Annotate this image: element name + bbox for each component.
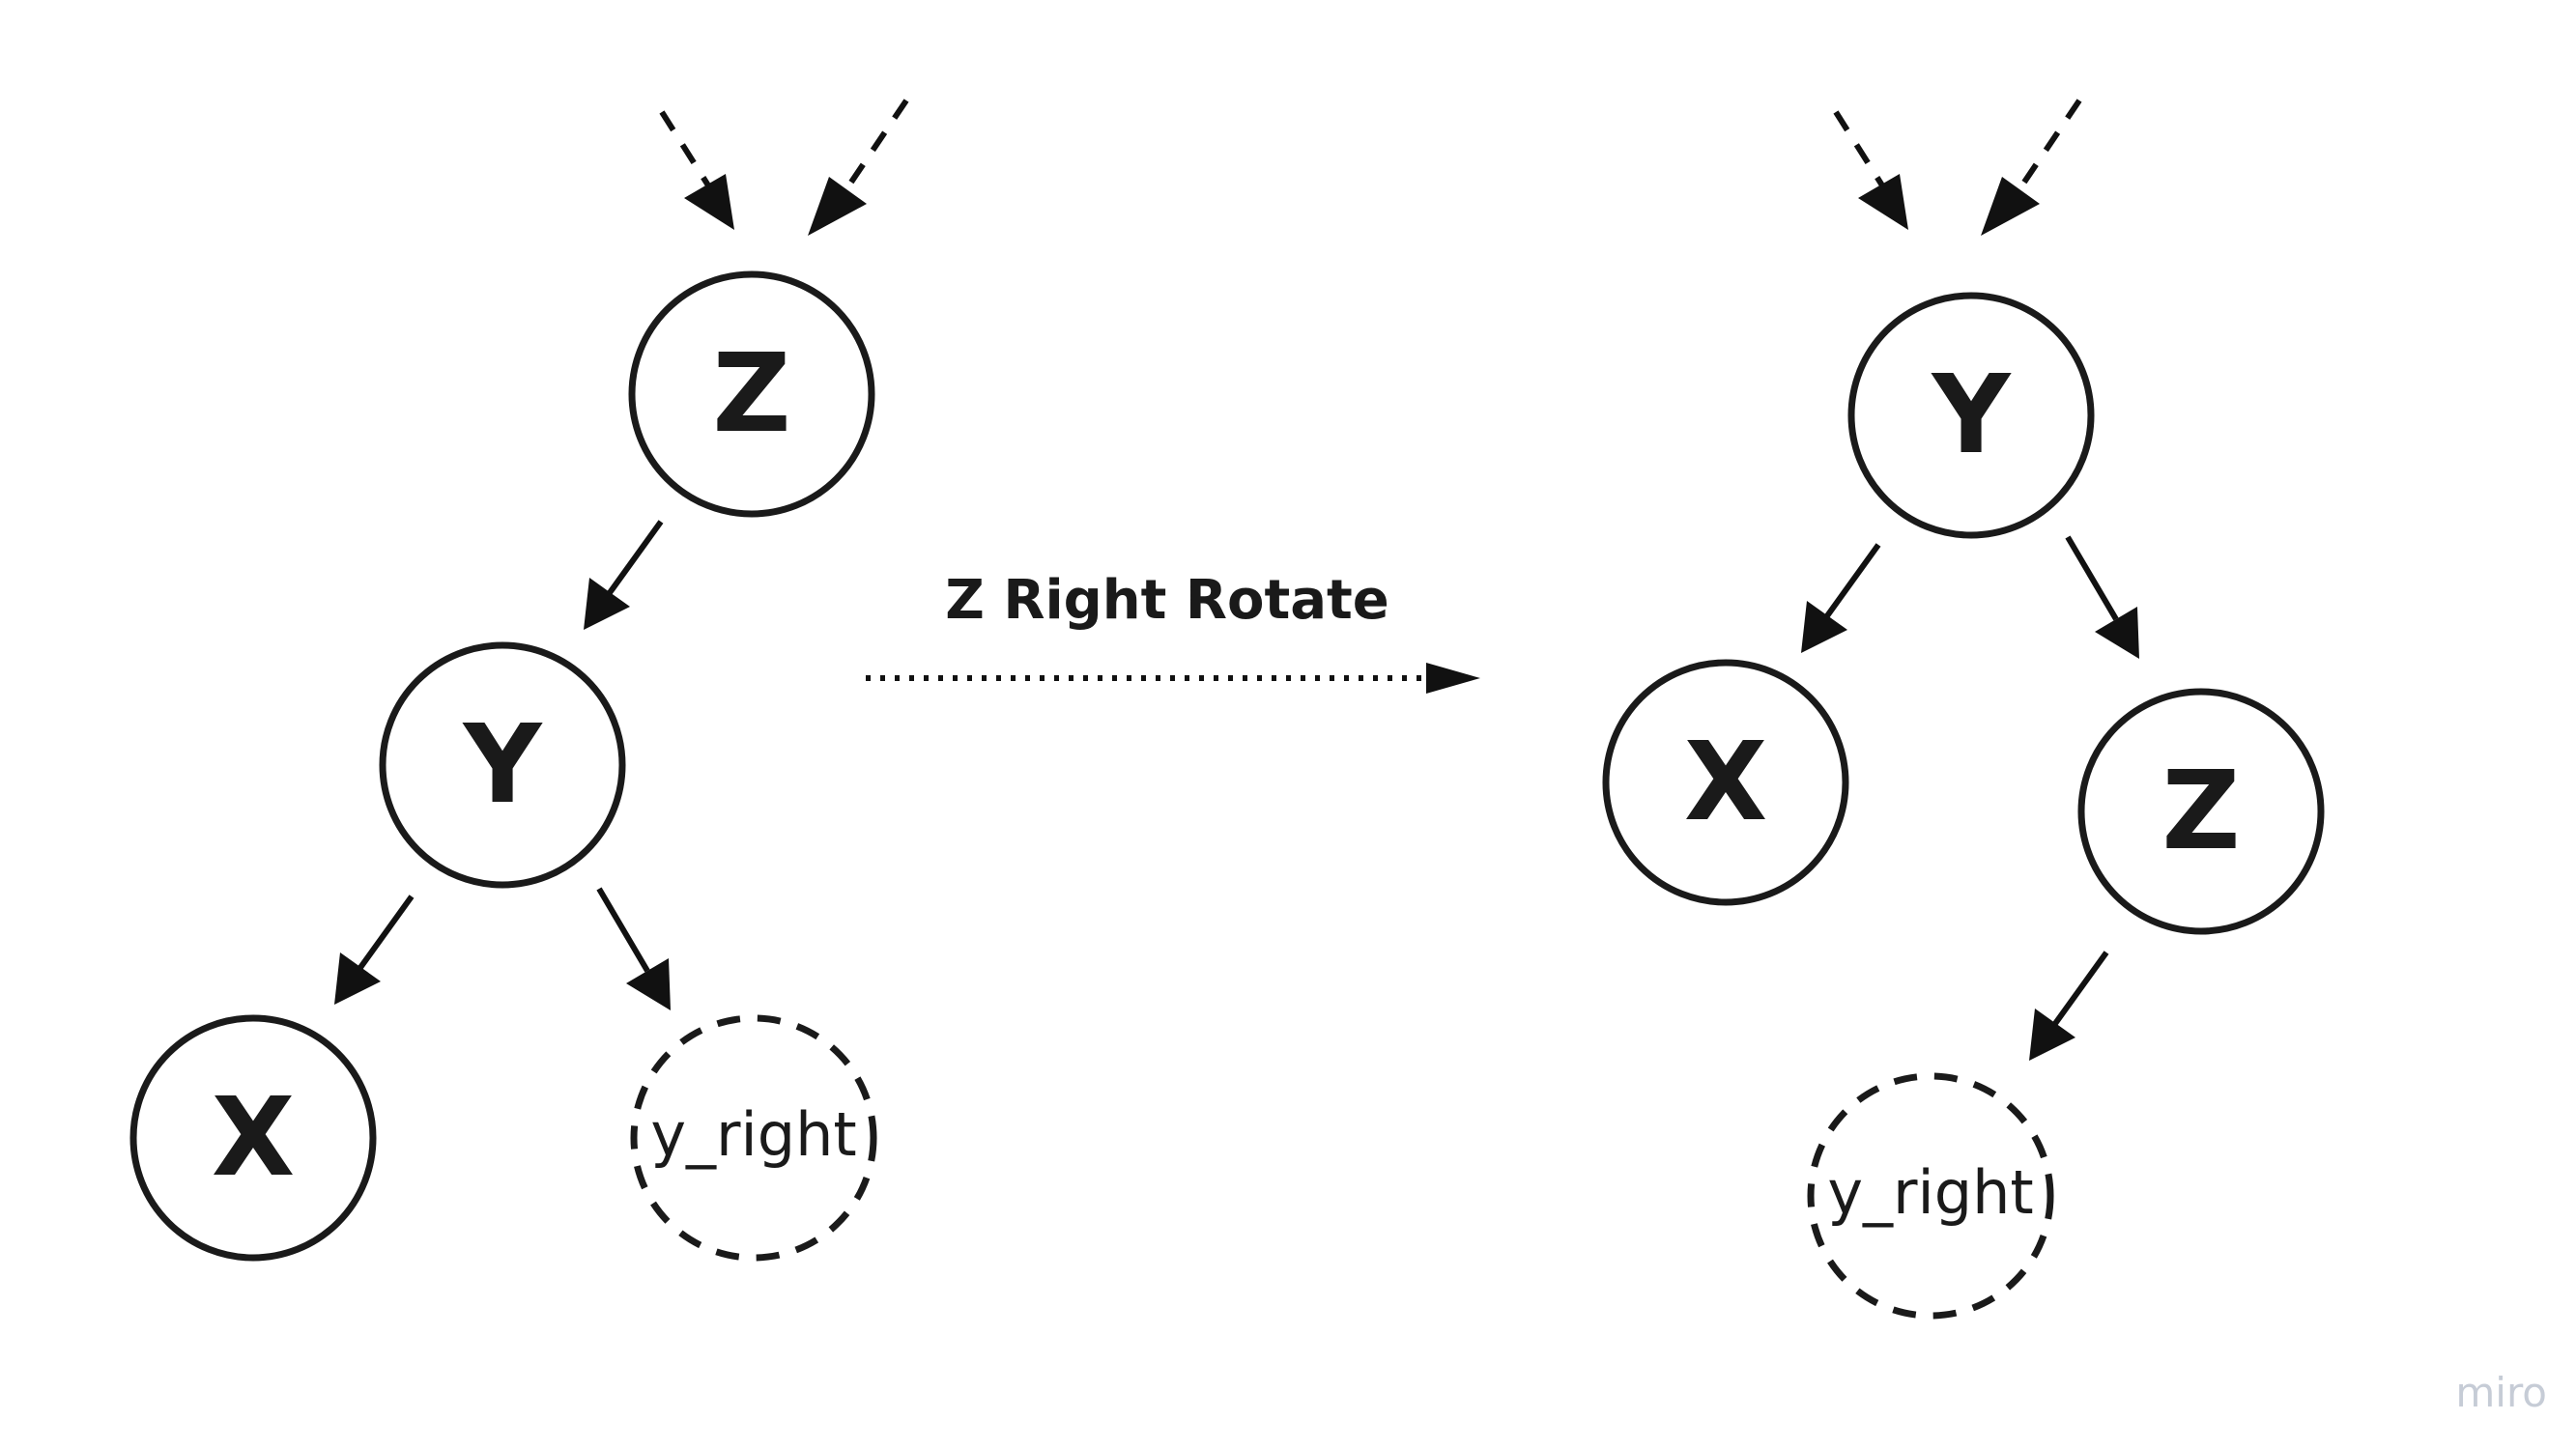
after-node-z: Z — [2077, 688, 2325, 935]
before-node-yright: y_right — [630, 1014, 877, 1262]
before-node-y-label: Y — [461, 702, 543, 828]
before-edge-z-y — [584, 520, 664, 630]
after-node-y-label: Y — [1930, 353, 2012, 478]
after-edge-z-yright — [2029, 951, 2109, 1061]
rotation-caption: Z Right Rotate — [945, 569, 1389, 632]
before-node-z: Z — [628, 270, 875, 518]
before-tree: Z Y X y_right — [129, 99, 909, 1262]
before-incoming-arrow-right — [808, 99, 909, 236]
before-edge-y-x — [334, 895, 415, 1005]
after-node-z-label: Z — [2161, 749, 2240, 874]
after-edge-y-x — [1801, 543, 1881, 653]
miro-watermark: miro — [2455, 1369, 2547, 1416]
after-tree: Y X Z y_right — [1602, 99, 2325, 1320]
before-node-x-label: X — [212, 1075, 295, 1201]
before-node-y: Y — [379, 641, 626, 889]
after-node-x-label: X — [1684, 720, 1767, 845]
after-node-yright-label: y_right — [1827, 1157, 2033, 1228]
before-node-z-label: Z — [712, 331, 790, 457]
after-incoming-arrow-left — [1833, 110, 1908, 230]
after-node-x: X — [1602, 659, 1849, 906]
before-incoming-arrow-left — [659, 110, 734, 230]
before-edge-y-yright — [596, 887, 671, 1010]
before-node-yright-label: y_right — [650, 1099, 856, 1170]
after-incoming-arrow-right — [1981, 99, 2082, 236]
rotation-arrow — [866, 663, 1480, 694]
before-node-x: X — [129, 1014, 377, 1262]
after-node-y: Y — [1847, 292, 2095, 539]
after-node-yright: y_right — [1807, 1072, 2054, 1320]
rotation-transition: Z Right Rotate — [866, 569, 1480, 694]
after-edge-y-z — [2065, 535, 2139, 659]
